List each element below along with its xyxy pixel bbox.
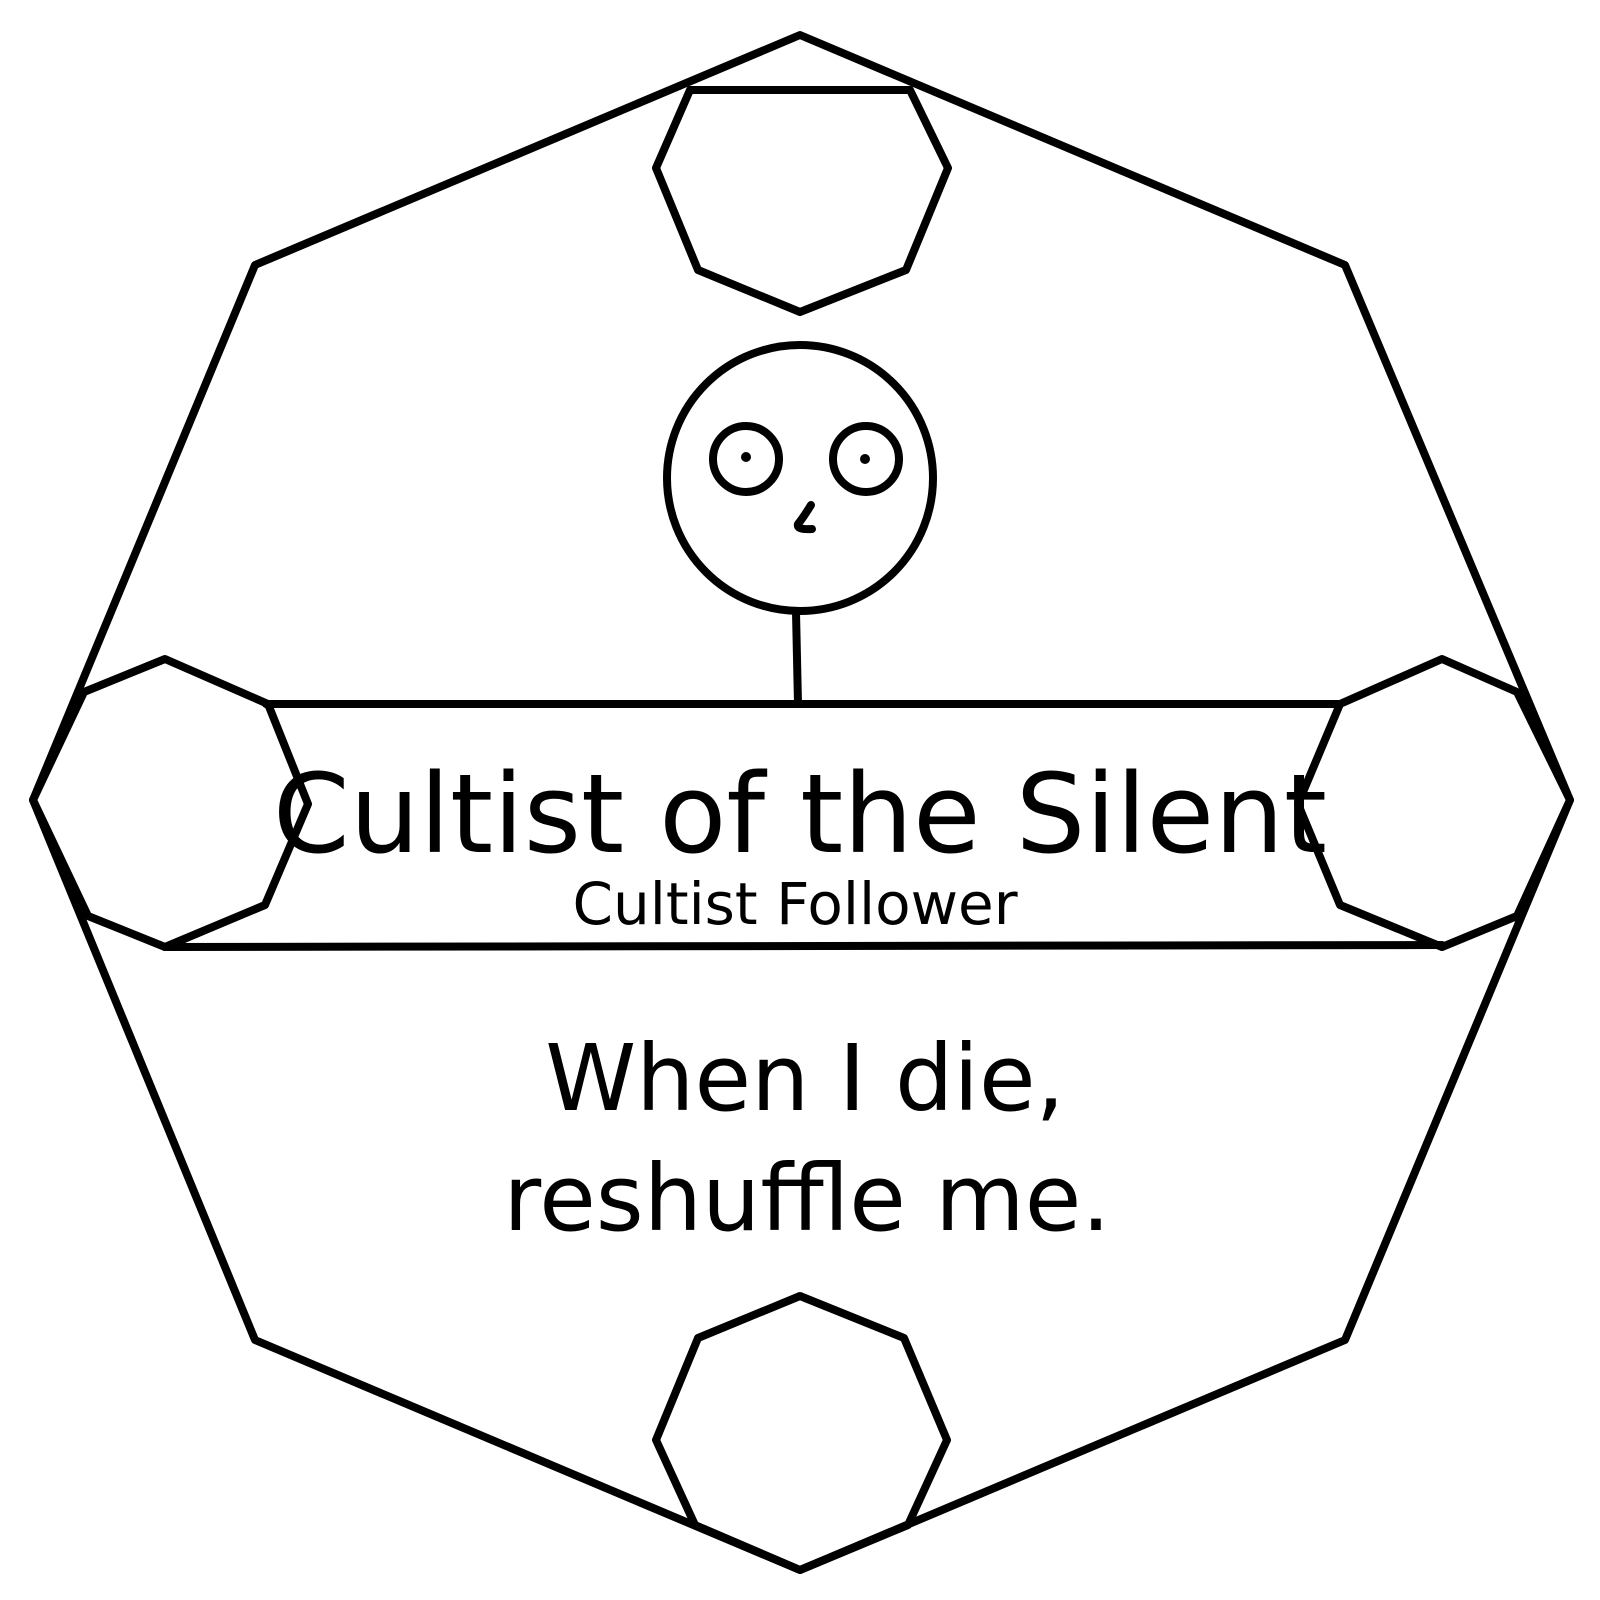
right-pupil (860, 454, 870, 464)
right-notch-octagon-icon (1294, 655, 1574, 951)
top-notch-octagon-icon (652, 86, 952, 316)
card-subtitle: Cultist Follower (572, 870, 1017, 938)
card-title: Cultist of the Silent (273, 750, 1327, 878)
left-notch-octagon-icon (29, 655, 312, 951)
stick-figure-face-icon (663, 341, 937, 708)
ability-text-line-2: reshuffle me. (503, 1145, 1110, 1252)
left-pupil (741, 452, 751, 462)
bottom-notch-octagon-icon (652, 1292, 951, 1574)
ability-text-line-1: When I die, (545, 1025, 1065, 1132)
banner-bottom-line (161, 941, 1446, 951)
